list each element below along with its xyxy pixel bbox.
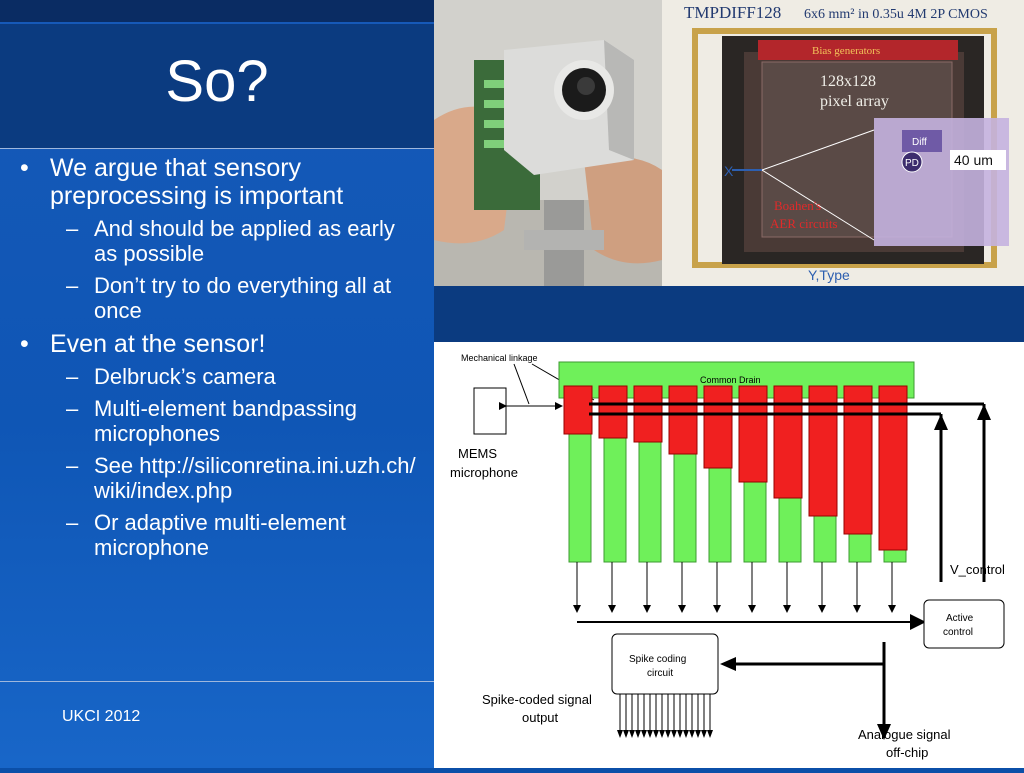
filter-bank [563,385,908,563]
active-control-2: control [943,627,973,638]
diff-label: Diff [912,137,927,148]
sub-bullet-item: Don’t try to do everything all at once [18,273,418,323]
camera-photo [434,0,662,286]
aer-label-2: AER circuits [770,216,838,231]
analogue-label-2: off-chip [886,745,928,760]
bias-label: Bias generators [812,45,880,57]
title-divider [0,148,434,149]
footer-divider [0,681,434,682]
bullet-list: We argue that sensory preprocessing is i… [18,154,418,567]
mems-label-2: microphone [450,465,518,480]
output-label-2: output [522,710,559,725]
pixel-size-label: 40 um [954,152,993,168]
sub-bullet-item: And should be applied as early as possib… [18,216,418,266]
bullet-item: We argue that sensory preprocessing is i… [18,154,418,210]
analogue-label-1: Analogue signal [858,727,951,742]
spike-coding-1: Spike coding [629,654,686,665]
array-size: 128x128 [820,73,876,90]
mechanical-linkage-label: Mechanical linkage [461,353,538,363]
pd-label: PD [905,158,919,169]
spike-coding-2: circuit [647,668,673,679]
sub-bullet-item: Or adaptive multi-element microphone [18,510,418,560]
accent-band [434,286,1024,342]
array-label: pixel array [820,93,889,110]
microphone-diagram: Mechanical linkage Common Drain MEMS mic… [434,342,1024,768]
title-band [0,24,434,148]
chip-heading: TMPDIFF128 [684,3,781,22]
y-axis-label: Y,Type [808,267,850,283]
slide-title: So? [165,49,269,114]
mems-label-1: MEMS [458,446,497,461]
sub-bullet-item: Delbruck’s camera [18,364,418,389]
footer-text: UKCI 2012 [62,708,141,725]
url-sub-bullet: See http://siliconretina.ini.uzh.ch/wiki… [18,453,418,503]
common-drain-label: Common Drain [700,375,761,385]
v-control-label: V_control [950,562,1005,577]
sub-bullet-item: Multi-element bandpassing microphones [18,396,418,446]
bullet-item: Even at the sensor! [18,330,418,358]
output-label-1: Spike-coded signal [482,692,592,707]
chip-spec: 6x6 mm² in 0.35u 4M 2P CMOS [804,7,988,22]
x-axis-label: X [724,163,734,179]
chip-image: TMPDIFF128 6x6 mm² in 0.35u 4M 2P CMOS B… [662,0,1024,286]
aer-label-1: Boahen's [774,198,821,213]
active-control-1: Active [946,613,974,624]
